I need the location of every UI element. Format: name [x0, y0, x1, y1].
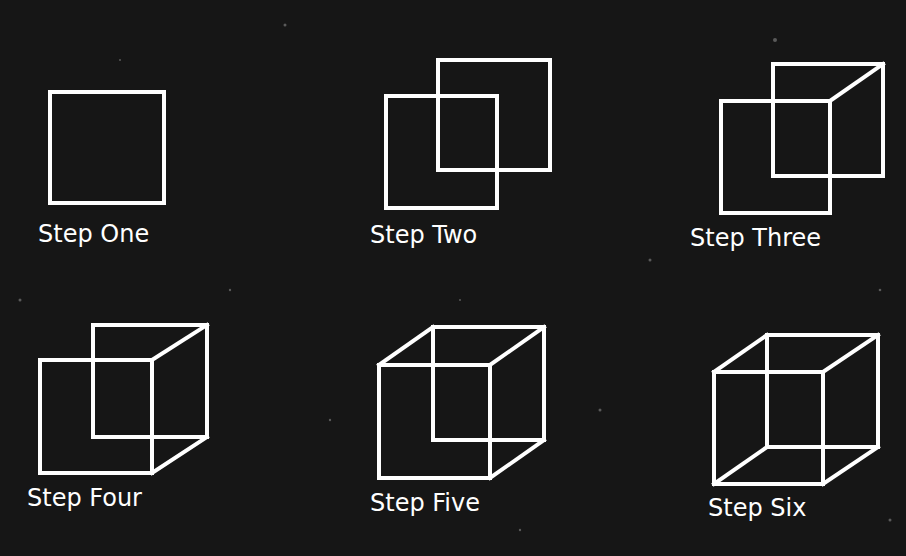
step-label: Step Four	[27, 484, 142, 512]
step-label: Step Five	[370, 489, 480, 517]
step-label: Step One	[38, 220, 149, 248]
step-one-figure	[50, 92, 164, 203]
step-label: Step Two	[370, 221, 477, 249]
step-five-figure	[379, 327, 544, 478]
step-six-figure	[714, 335, 878, 484]
step-label: Step Six	[708, 494, 806, 522]
chalk-specks	[19, 24, 892, 532]
step-three-figure	[721, 64, 883, 213]
step-label: Step Three	[690, 224, 821, 252]
step-two-figure	[386, 60, 550, 208]
step-four-figure	[40, 325, 207, 473]
